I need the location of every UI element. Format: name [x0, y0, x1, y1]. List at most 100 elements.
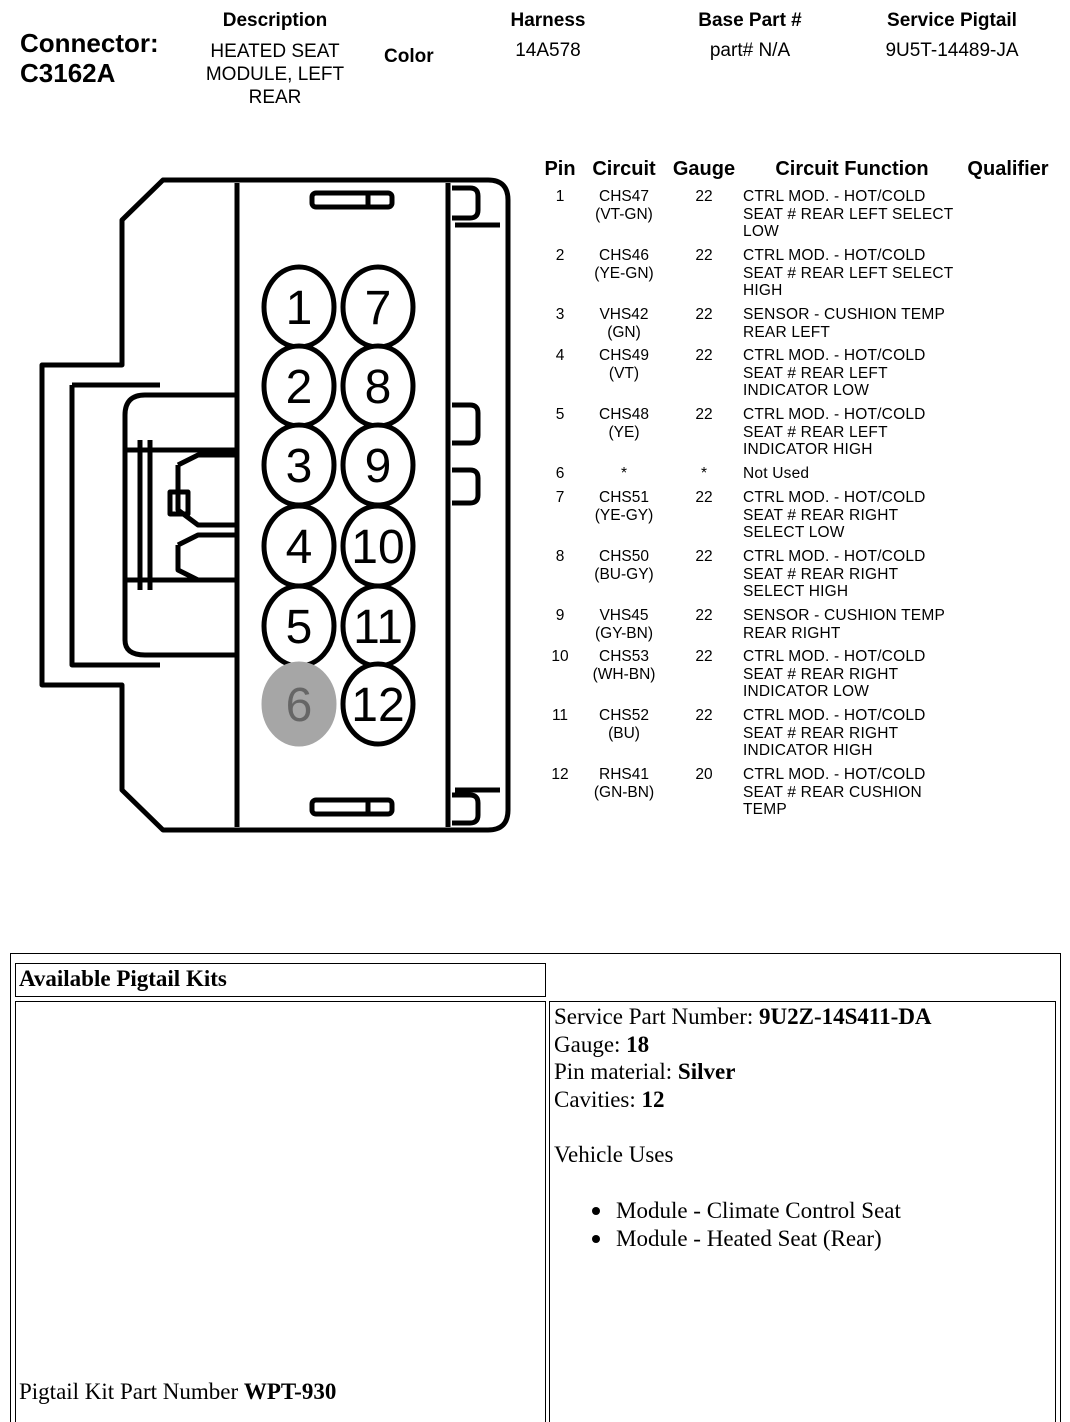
- connector-id: C3162A: [20, 58, 116, 88]
- pigtail-image-cell: [15, 1001, 546, 1422]
- circuit-function-line: SENSOR - CUSHION TEMP: [743, 306, 945, 323]
- wire-color: (YE-GN): [594, 264, 654, 282]
- pin-cavity: [340, 661, 416, 747]
- circuit-function-line: INDICATOR LOW: [743, 683, 870, 700]
- circuit-function-line: LOW: [743, 223, 779, 240]
- circuit-id: CHS53: [599, 648, 649, 665]
- circuit-function-line: SELECT HIGH: [743, 583, 849, 600]
- pin-material-value: Silver: [677, 1059, 736, 1084]
- vehicle-use-text: Module - Climate Control Seat: [616, 1198, 901, 1223]
- pin-number: 1: [555, 188, 565, 205]
- description-line: MODULE, LEFT: [205, 64, 345, 85]
- service-part-label: Service Part Number:: [554, 1004, 760, 1029]
- circuit-cell: CHS50(BU-GY): [580, 548, 668, 583]
- circuit-function-line: SEAT # REAR LEFT SELECT: [743, 264, 954, 282]
- wire-gauge: 22: [695, 707, 713, 724]
- wire-color: (GN): [607, 323, 641, 341]
- circuit-id: CHS46: [599, 247, 649, 264]
- pin-label: 12: [351, 679, 404, 732]
- cavities: Cavities: 12: [554, 1087, 665, 1113]
- col-header-circuit-function: Circuit Function: [775, 158, 929, 180]
- wire-gauge: 22: [695, 548, 713, 565]
- circuit-function-line: INDICATOR HIGH: [743, 742, 873, 759]
- wire-gauge: 22: [695, 306, 713, 323]
- pigtail-title-cell: [15, 963, 546, 997]
- kit-gauge-value: 18: [626, 1032, 650, 1057]
- wire-gauge: 20: [695, 766, 713, 783]
- vehicle-use-text: Module - Heated Seat (Rear): [616, 1226, 882, 1251]
- vehicle-uses-label: Vehicle Uses: [554, 1142, 674, 1167]
- wire-color: (GN-BN): [593, 783, 655, 801]
- pin-label: 10: [351, 521, 404, 574]
- pigtail-outer-frame: [10, 953, 1061, 1422]
- pin-number: 7: [555, 489, 565, 506]
- circuit-cell: CHS46(YE-GN): [580, 247, 668, 282]
- service-pigtail-value: 9U5T-14489-JA: [885, 40, 1019, 61]
- pin-label: 3: [286, 440, 313, 493]
- col-header-gauge: Gauge: [672, 158, 736, 180]
- circuit-id: VHS45: [599, 607, 649, 624]
- description-value: HEATED SEAT MODULE, LEFT REAR: [175, 40, 375, 109]
- pin-label: 1: [286, 282, 313, 335]
- circuit-function-line: INDICATOR LOW: [743, 382, 870, 399]
- wire-color: (BU): [608, 724, 640, 742]
- circuit-function-line: SELECT LOW: [743, 524, 845, 541]
- vehicle-use-item: Module - Heated Seat (Rear): [592, 1226, 882, 1252]
- circuit-function-line: SEAT # REAR LEFT: [743, 364, 888, 382]
- wire-gauge: 22: [695, 406, 713, 423]
- circuit-id: CHS52: [599, 707, 649, 724]
- pin-number: 2: [555, 247, 565, 264]
- wire-gauge: 22: [695, 188, 713, 205]
- circuit-cell: RHS41(GN-BN): [580, 766, 668, 801]
- circuit-function-line: SENSOR - CUSHION TEMP: [743, 607, 945, 624]
- kit-gauge-label: Gauge:: [554, 1032, 627, 1057]
- wire-gauge: 22: [695, 648, 713, 665]
- vehicle-use-item: Module - Climate Control Seat: [592, 1198, 901, 1224]
- circuit-id: VHS42: [599, 306, 649, 323]
- pin-label: 11: [353, 601, 403, 654]
- kit-gauge: Gauge: 18: [554, 1032, 649, 1058]
- bullet-icon: [592, 1206, 600, 1215]
- pin-label: 2: [286, 361, 313, 414]
- circuit-function-line: CTRL MOD. - HOT/COLD: [743, 548, 926, 565]
- wire-color: (VT): [608, 364, 640, 382]
- wire-gauge: *: [700, 465, 708, 482]
- harness-value: 14A578: [515, 40, 581, 61]
- col-header-pin: Pin: [544, 158, 576, 180]
- circuit-id: RHS41: [599, 766, 649, 783]
- pin-material-label: Pin material:: [554, 1059, 678, 1084]
- harness-label: Harness: [510, 10, 586, 31]
- circuit-function-line: CTRL MOD. - HOT/COLD: [743, 188, 926, 205]
- col-header-circuit: Circuit: [592, 158, 656, 180]
- pin-number: 4: [555, 347, 565, 364]
- wire-gauge: 22: [695, 607, 713, 624]
- pin-label: 7: [365, 282, 392, 335]
- pin-material: Pin material: Silver: [554, 1059, 735, 1085]
- pin-number: 5: [555, 406, 565, 423]
- color-label: Color: [384, 46, 434, 67]
- circuit-id: CHS48: [599, 406, 649, 423]
- pin-number: 9: [555, 607, 565, 624]
- pigtail-info-cell: [549, 1001, 1056, 1422]
- circuit-function-line: HIGH: [743, 282, 783, 299]
- pigtail-kit-part-number: Pigtail Kit Part Number WPT-930: [19, 1379, 336, 1405]
- service-part-number: Service Part Number: 9U2Z-14S411-DA: [554, 1004, 932, 1030]
- wire-color: (YE-GY): [594, 506, 654, 524]
- kit-part-value: WPT-930: [243, 1379, 337, 1404]
- description-line: HEATED SEAT: [210, 41, 340, 62]
- circuit-function-line: CTRL MOD. - HOT/COLD: [743, 489, 926, 506]
- description-label: Description: [222, 10, 328, 31]
- circuit-function-line: SEAT # REAR RIGHT: [743, 506, 899, 524]
- pin-number: 8: [555, 548, 565, 565]
- pin-number: 11: [551, 707, 569, 724]
- base-part-value: part# N/A: [709, 40, 791, 61]
